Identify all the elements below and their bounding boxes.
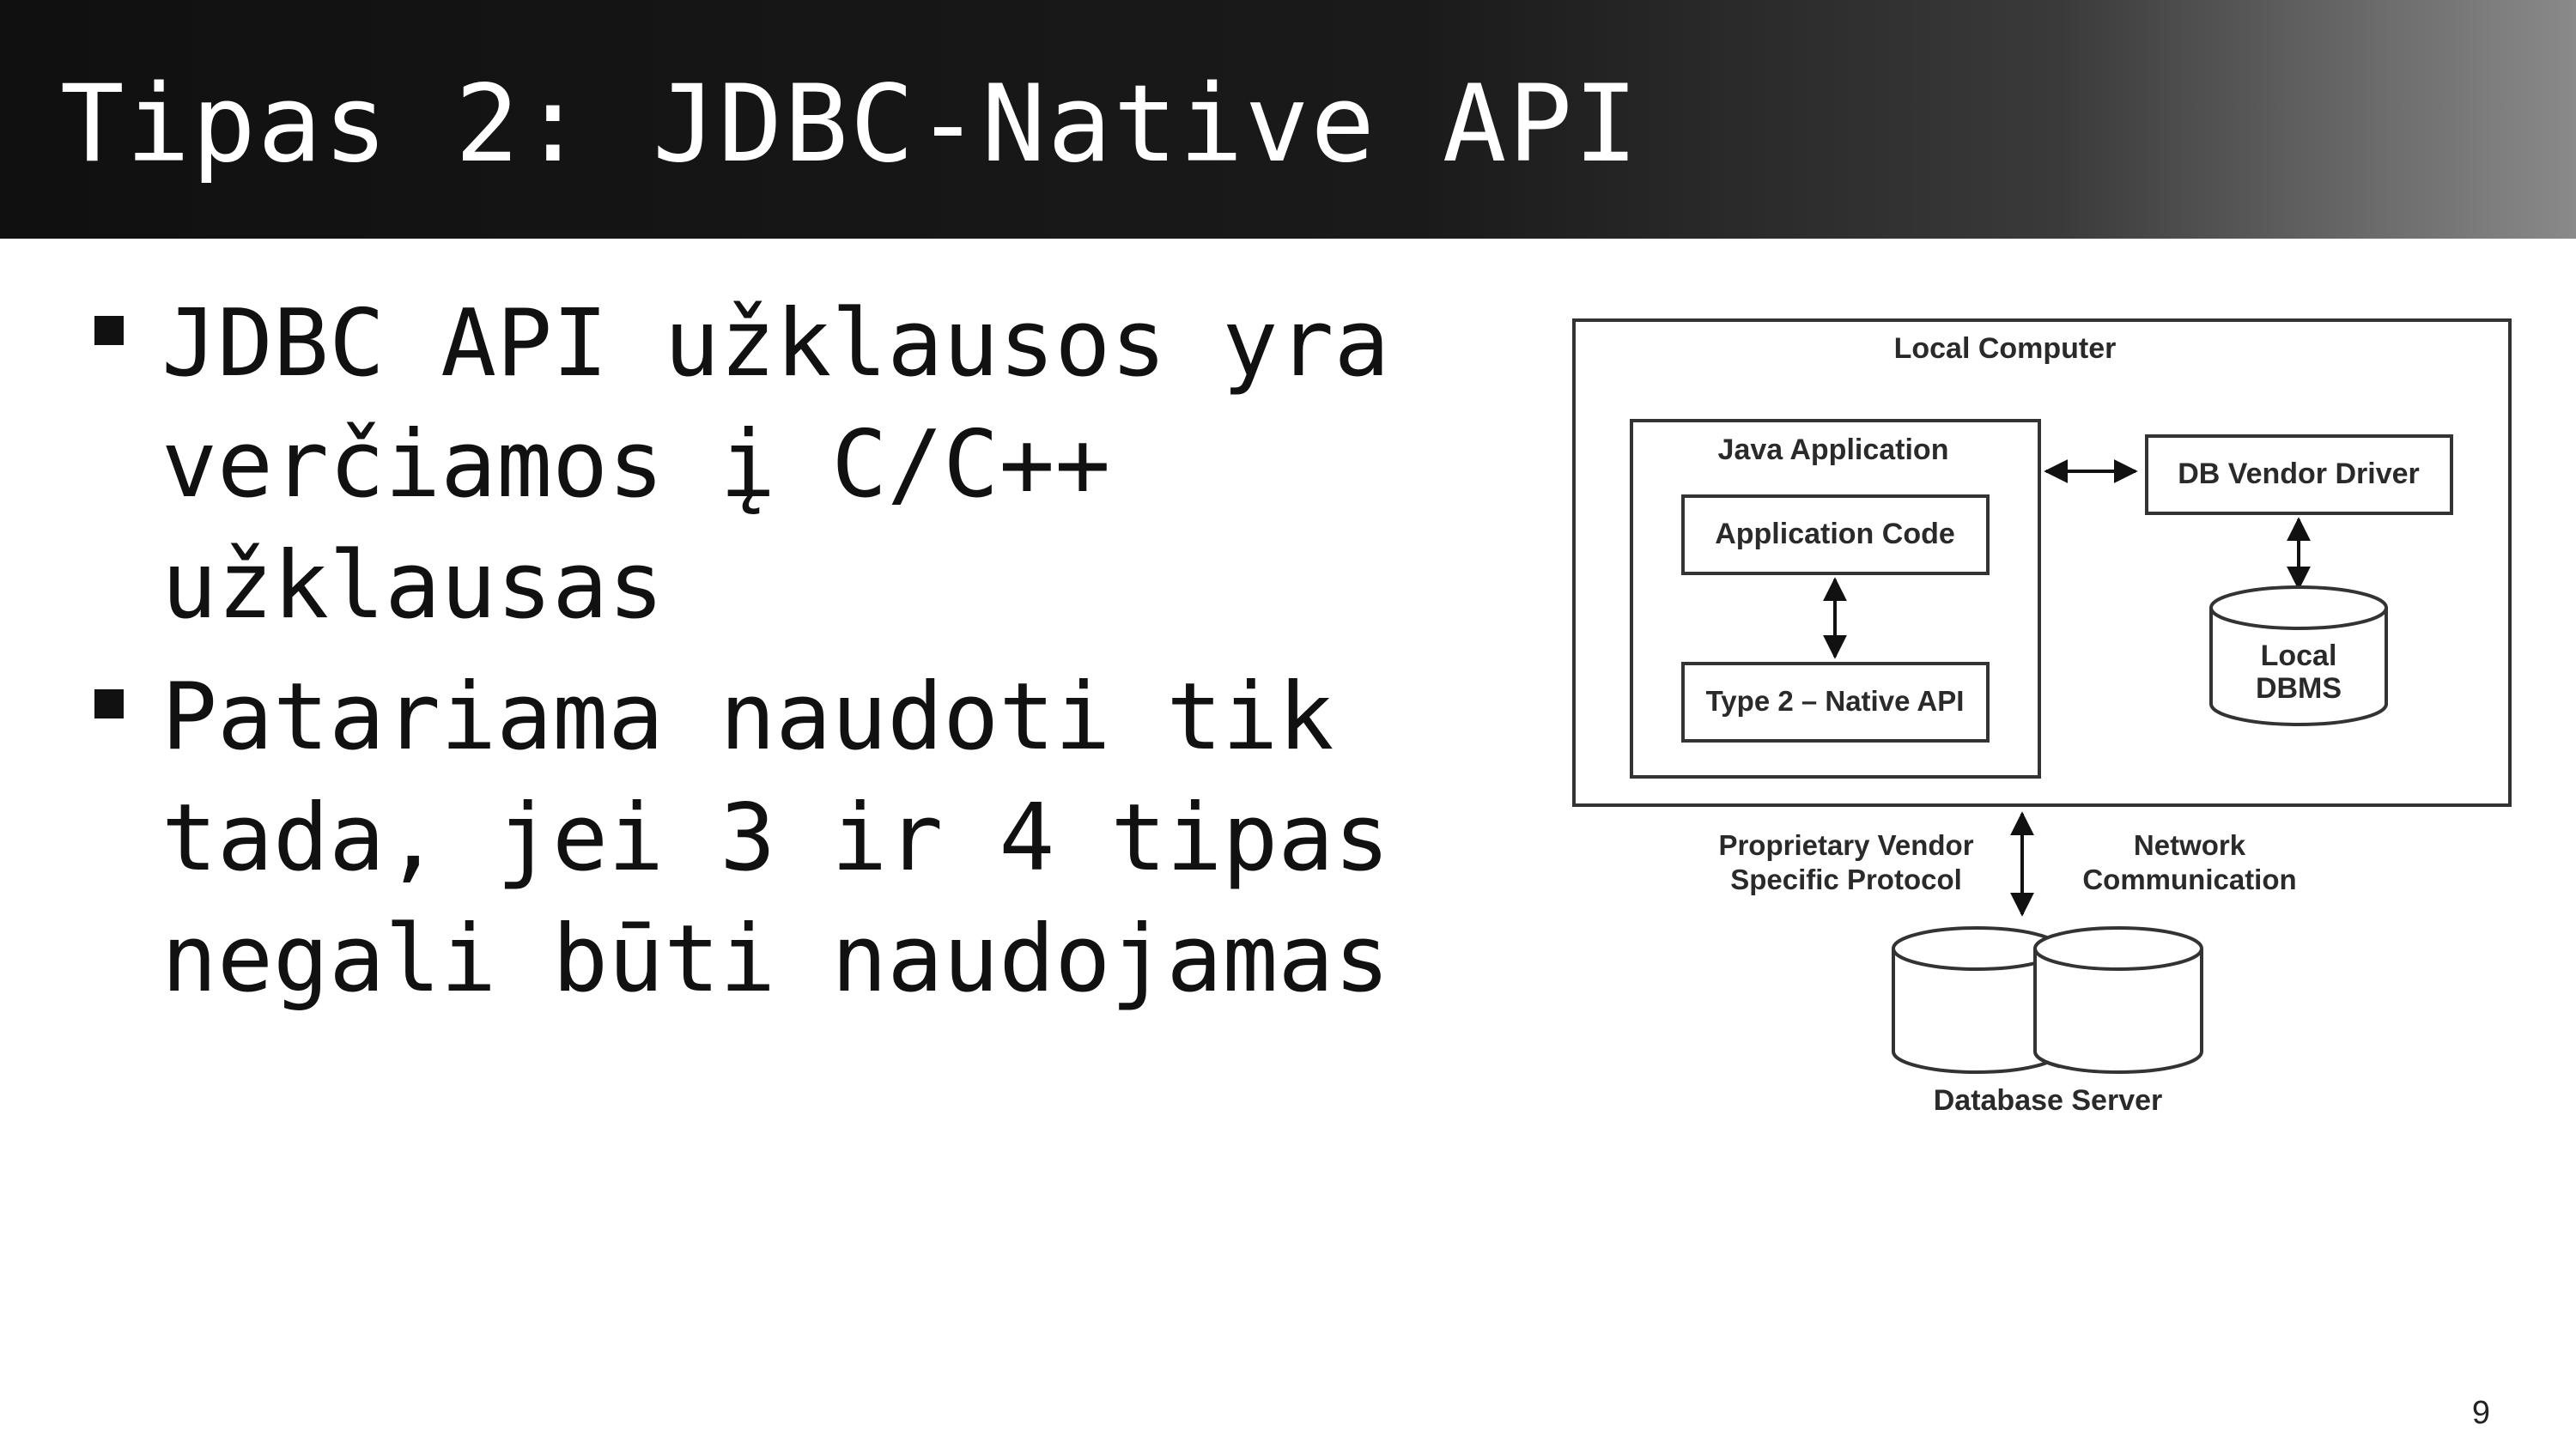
bullet-item: Patariama naudoti tik tada, jei 3 ir 4 t… (94, 657, 1434, 1020)
bullet-line: Patariama naudoti tik (161, 664, 1334, 771)
database-server-cylinders (1892, 926, 2203, 1074)
db-vendor-driver-label: DB Vendor Driver (2178, 458, 2420, 490)
application-code-box (1681, 494, 1990, 575)
jdbc-type2-diagram: Local Computer Java Application Applicat… (1567, 313, 2520, 1129)
bullet-line: tada, jei 3 ir 4 tipas (161, 785, 1390, 892)
bullet-list: JDBC API užklausos yra verčiamos į C/C++… (94, 283, 1434, 1030)
java-application-box (1630, 419, 2041, 779)
application-code-label: Application Code (1715, 518, 1955, 550)
local-computer-label: Local Computer (1894, 332, 2117, 365)
protocol-label-line1: Proprietary Vendor (1718, 829, 1973, 861)
bullet-line: užklausas (161, 532, 665, 640)
type2-native-api-label: Type 2 – Native API (1706, 685, 1965, 717)
network-label-line1: Network (2134, 829, 2246, 861)
bullet-item: JDBC API užklausos yra verčiamos į C/C++… (94, 283, 1434, 646)
title-bar: Tipas 2: JDBC-Native API (0, 0, 2576, 239)
db-vendor-driver-box (2145, 434, 2453, 515)
database-server-label: Database Server (1934, 1084, 2163, 1117)
bullet-line: JDBC API užklausos yra (161, 290, 1390, 397)
local-computer-box (1572, 318, 2512, 807)
slide-title: Tipas 2: JDBC-Native API (60, 63, 1640, 186)
protocol-label-line2: Specific Protocol (1730, 864, 1962, 895)
bullet-square-icon (94, 689, 124, 718)
bullet-line: negali būti naudojamas (161, 906, 1390, 1013)
type2-native-api-box (1681, 662, 1990, 743)
network-label-line2: Communication (2082, 864, 2296, 895)
local-dbms-cylinder (2209, 585, 2388, 726)
bullet-square-icon (94, 316, 124, 345)
page-number: 9 (2471, 1395, 2490, 1431)
bullet-line: verčiamos į C/C++ (161, 411, 1111, 518)
local-dbms-label-line2: DBMS (2256, 672, 2342, 705)
local-dbms-label-line1: Local (2261, 640, 2337, 672)
java-application-label: Java Application (1718, 433, 1949, 466)
